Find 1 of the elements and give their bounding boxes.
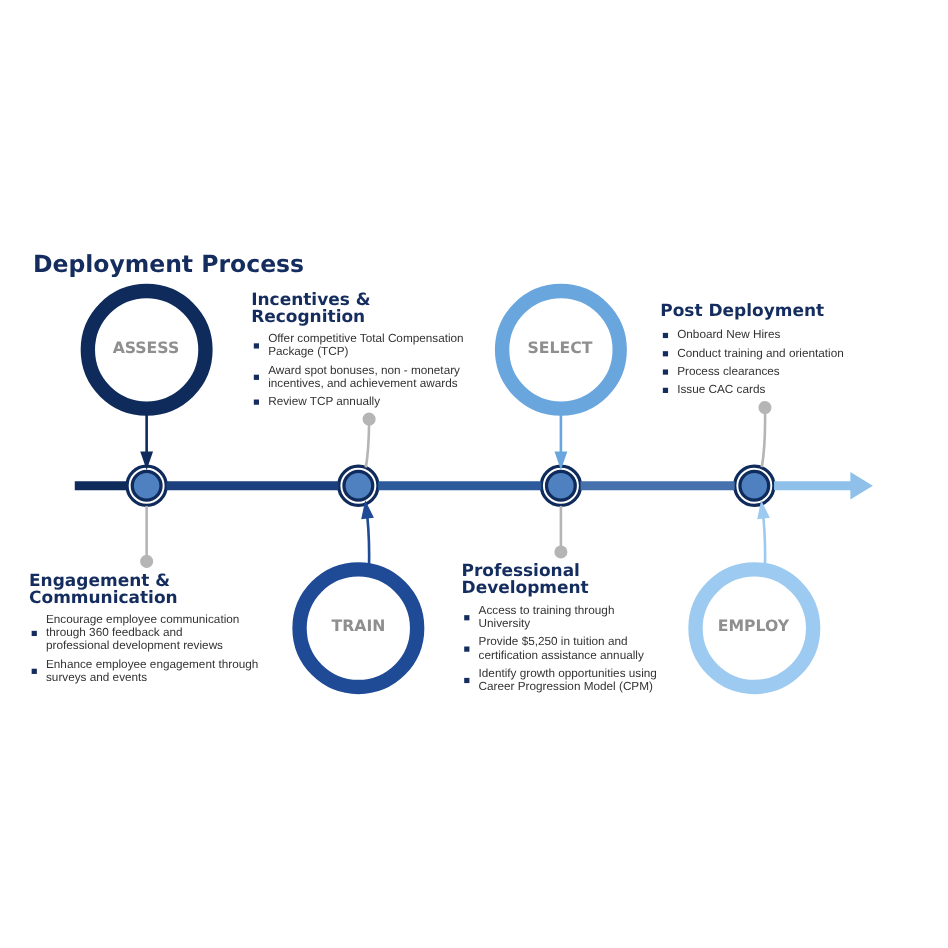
diagram-title: Deployment Process bbox=[32, 249, 305, 278]
